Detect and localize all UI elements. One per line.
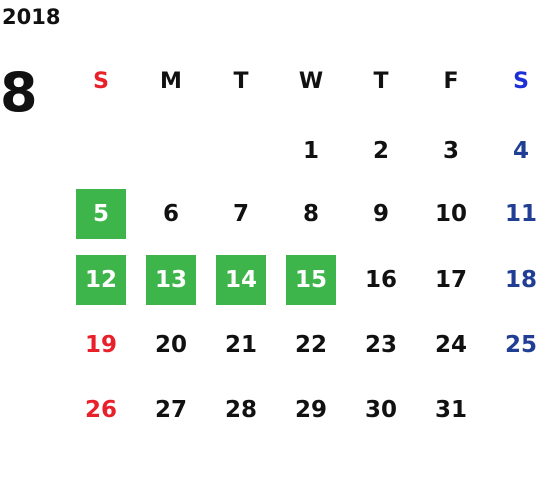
day-cell-11[interactable]: 11 bbox=[504, 201, 537, 227]
day-cell-13[interactable]: 13 bbox=[146, 255, 196, 305]
day-cell-4[interactable]: 4 bbox=[512, 138, 529, 164]
weekday-header-0: S bbox=[93, 69, 109, 94]
day-cell-17[interactable]: 17 bbox=[434, 267, 467, 293]
weekday-header-5: F bbox=[443, 69, 459, 94]
day-cell-23[interactable]: 23 bbox=[364, 332, 397, 358]
day-cell-25[interactable]: 25 bbox=[504, 332, 537, 358]
day-cell-19[interactable]: 19 bbox=[84, 332, 117, 358]
day-cell-14[interactable]: 14 bbox=[216, 255, 266, 305]
day-cell-30[interactable]: 30 bbox=[364, 397, 397, 423]
day-cell-1[interactable]: 1 bbox=[302, 138, 319, 164]
day-cell-28[interactable]: 28 bbox=[224, 397, 257, 423]
day-cell-2[interactable]: 2 bbox=[372, 138, 389, 164]
day-cell-26[interactable]: 26 bbox=[84, 397, 117, 423]
day-cell-22[interactable]: 22 bbox=[294, 332, 327, 358]
day-cell-16[interactable]: 16 bbox=[364, 267, 397, 293]
day-cell-27[interactable]: 27 bbox=[154, 397, 187, 423]
weekday-header-4: T bbox=[373, 69, 389, 94]
day-cell-7[interactable]: 7 bbox=[232, 201, 249, 227]
weekday-header-2: T bbox=[233, 69, 249, 94]
day-cell-3[interactable]: 3 bbox=[442, 138, 459, 164]
day-cell-29[interactable]: 29 bbox=[294, 397, 327, 423]
day-cell-20[interactable]: 20 bbox=[154, 332, 187, 358]
weekday-header-6: S bbox=[513, 69, 529, 94]
day-cell-5[interactable]: 5 bbox=[76, 189, 126, 239]
day-cell-21[interactable]: 21 bbox=[224, 332, 257, 358]
day-cell-8[interactable]: 8 bbox=[302, 201, 319, 227]
weekday-header-3: W bbox=[298, 69, 324, 94]
month-number: 8 bbox=[0, 61, 38, 124]
day-cell-24[interactable]: 24 bbox=[434, 332, 467, 358]
day-cell-15[interactable]: 15 bbox=[286, 255, 336, 305]
day-cell-18[interactable]: 18 bbox=[504, 267, 537, 293]
year-label: 2018 bbox=[2, 5, 61, 29]
day-cell-31[interactable]: 31 bbox=[434, 397, 467, 423]
weekday-header-1: M bbox=[160, 69, 182, 94]
day-cell-10[interactable]: 10 bbox=[434, 201, 467, 227]
day-cell-9[interactable]: 9 bbox=[372, 201, 389, 227]
day-cell-12[interactable]: 12 bbox=[76, 255, 126, 305]
day-cell-6[interactable]: 6 bbox=[162, 201, 179, 227]
